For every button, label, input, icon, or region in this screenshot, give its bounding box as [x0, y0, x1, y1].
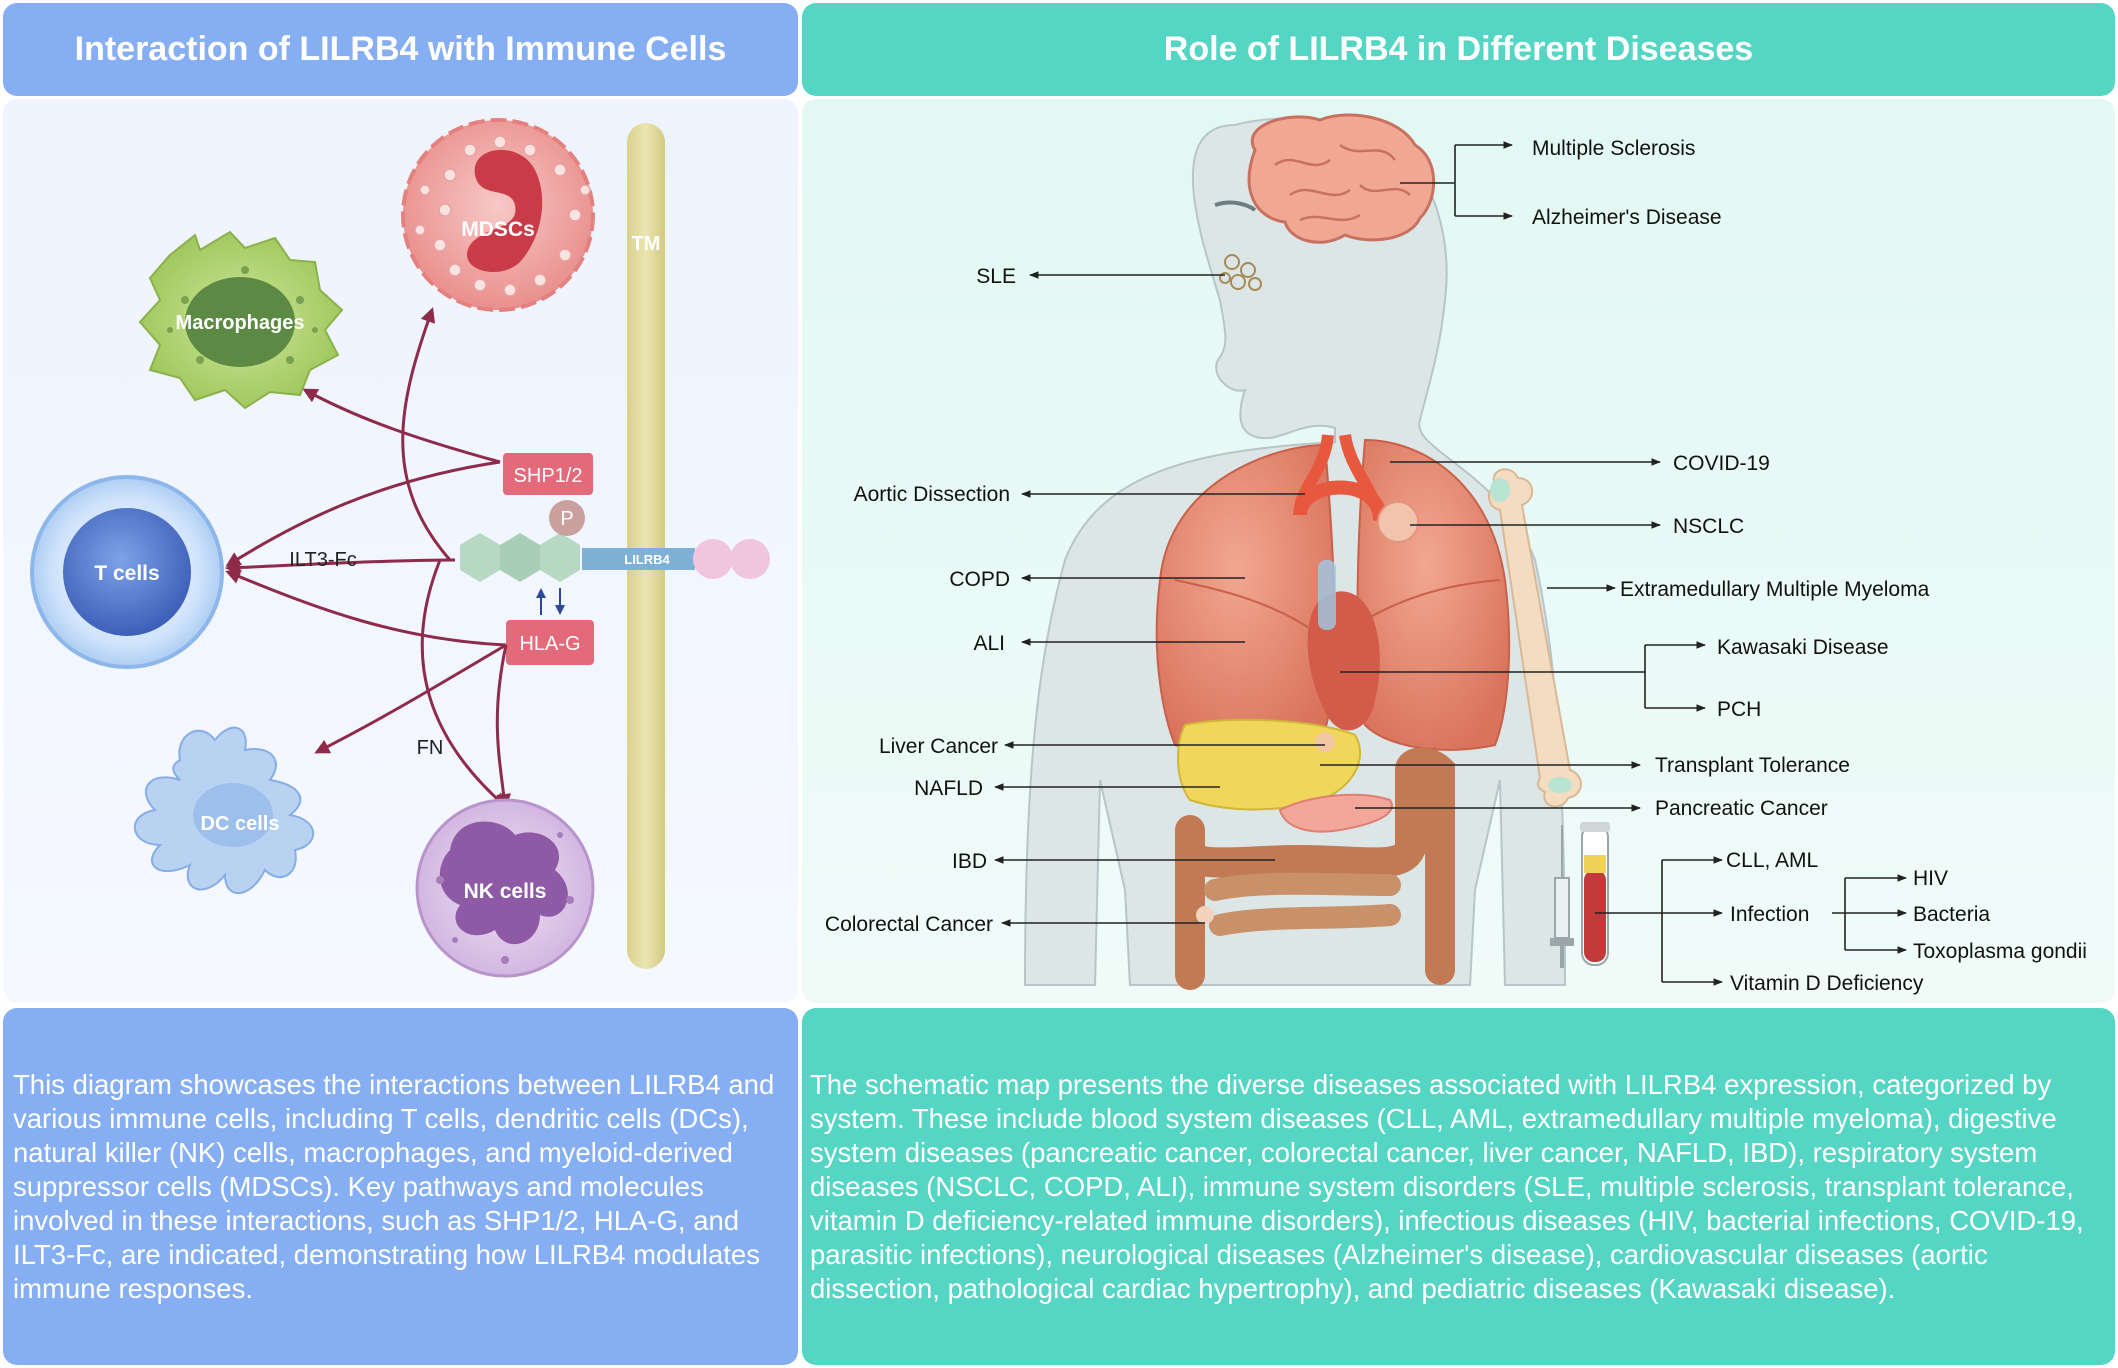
label-pancreatic-cancer: Pancreatic Cancer — [1655, 797, 1828, 820]
shp-label: SHP1/2 — [514, 465, 583, 487]
label-toxoplasma-gondii: Toxoplasma gondii — [1913, 940, 2087, 963]
lilrb4-label: LILRB4 — [624, 552, 670, 567]
fn-label: FN — [417, 737, 444, 759]
left-panel-description: This diagram showcases the interactions … — [3, 1008, 798, 1365]
label-liver-cancer: Liver Cancer — [879, 735, 998, 758]
label-colorectal-cancer: Colorectal Cancer — [825, 913, 993, 936]
label-bacteria: Bacteria — [1913, 903, 1990, 926]
label-cll-aml: CLL, AML — [1726, 849, 1818, 872]
label-copd: COPD — [949, 568, 1010, 591]
phosphate-circle — [549, 500, 585, 536]
label-vitamin-d-deficiency: Vitamin D Deficiency — [1730, 972, 1924, 995]
mdsc-cell — [401, 118, 595, 312]
label-alzheimers: Alzheimer's Disease — [1532, 206, 1722, 229]
mdscs-label: MDSCs — [461, 218, 535, 241]
label-pch: PCH — [1717, 698, 1761, 721]
label-hiv: HIV — [1913, 867, 1948, 890]
right-panel-description: The schematic map presents the diverse d… — [802, 1008, 2115, 1365]
interaction-arrows — [225, 307, 512, 809]
label-extramedullary-multiple-myeloma: Extramedullary Multiple Myeloma — [1620, 578, 1930, 601]
right-panel-title: Role of LILRB4 in Different Diseases — [802, 3, 2115, 96]
t-cells-label: T cells — [94, 562, 159, 585]
t-cell — [30, 475, 224, 669]
label-aortic-dissection: Aortic Dissection — [854, 483, 1010, 506]
transmembrane-bar — [627, 123, 665, 969]
hla-g-label: HLA-G — [519, 633, 580, 655]
disease-connectors — [994, 141, 1907, 986]
label-kawasaki: Kawasaki Disease — [1717, 636, 1889, 659]
macrophages-label: Macrophages — [176, 312, 305, 334]
label-transplant-tolerance: Transplant Tolerance — [1655, 754, 1850, 777]
tm-label: TM — [632, 233, 661, 255]
ilt3-fc-label: ILT3-Fc — [289, 549, 356, 571]
label-multiple-sclerosis: Multiple Sclerosis — [1532, 137, 1695, 160]
left-panel-title: Interaction of LILRB4 with Immune Cells — [3, 3, 798, 96]
label-ibd: IBD — [952, 850, 987, 873]
label-ali: ALI — [973, 632, 1005, 655]
label-infection: Infection — [1730, 903, 1809, 926]
dc-cell — [134, 726, 315, 895]
label-nsclc: NSCLC — [1673, 515, 1744, 538]
right-description-text: The schematic map presents the diverse d… — [810, 1068, 2084, 1304]
dc-cells-label: DC cells — [201, 813, 280, 835]
label-sle: SLE — [976, 265, 1016, 288]
macrophage-cell — [138, 230, 344, 410]
lilrb4-receptor — [460, 533, 770, 582]
nk-cells-label: NK cells — [464, 880, 547, 903]
label-nafld: NAFLD — [914, 777, 983, 800]
human-body-illustration — [1023, 113, 1610, 990]
nk-cell — [415, 798, 595, 978]
shp-box — [503, 453, 593, 495]
label-covid: COVID-19 — [1673, 452, 1770, 475]
left-description-text: This diagram showcases the interactions … — [13, 1068, 775, 1304]
phosphate-label: P — [560, 508, 573, 530]
hla-g-box — [506, 620, 594, 665]
